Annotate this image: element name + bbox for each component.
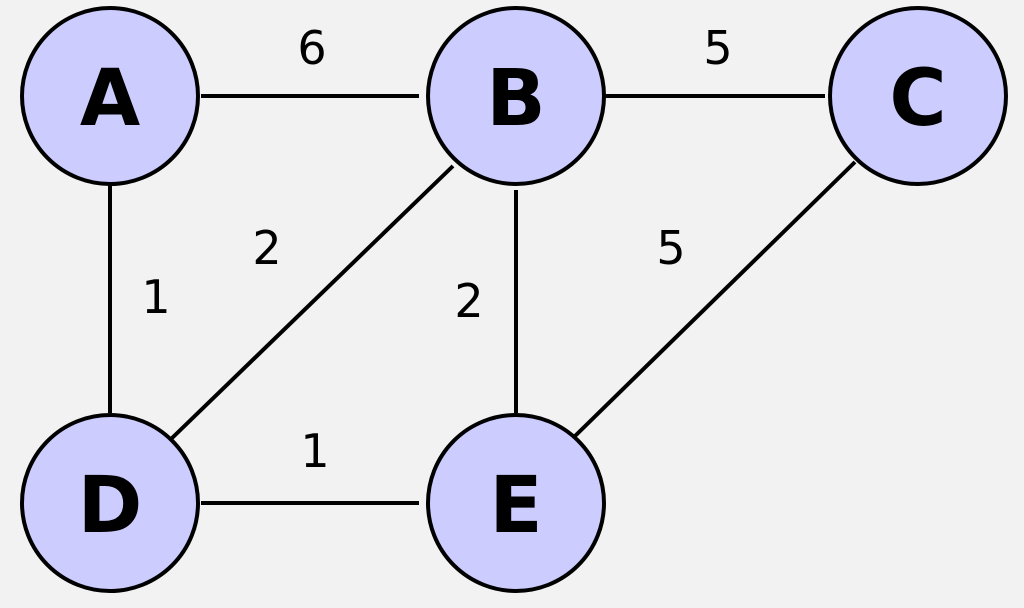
node-label: D [78,461,143,551]
weight-label-d-e: 1 [300,424,329,478]
edges [108,94,857,505]
edge-c-e [572,160,857,439]
node-circle [20,6,200,186]
weight-label-a-b: 6 [297,21,326,75]
node-c: C [828,6,1008,186]
node-circle [426,6,606,186]
weight-label-b-c: 5 [703,21,732,75]
weight-label-a-d: 1 [141,270,170,324]
node-e: E [426,413,606,593]
node-circle [828,6,1008,186]
node-d: D [20,413,200,593]
weight-label-b-e: 2 [454,274,483,328]
node-label: E [489,461,542,551]
edge-b-d [168,164,455,442]
weight-label-b-d: 2 [252,221,281,275]
node-a: A [20,6,200,186]
node-label: C [889,54,946,144]
weight-label-c-e: 5 [656,221,685,275]
node-circle [20,413,200,593]
node-circle [426,413,606,593]
node-b: B [426,6,606,186]
node-label: B [486,54,545,144]
node-label: A [80,54,140,144]
edge-weights: 6 5 1 2 2 5 1 [141,21,732,478]
